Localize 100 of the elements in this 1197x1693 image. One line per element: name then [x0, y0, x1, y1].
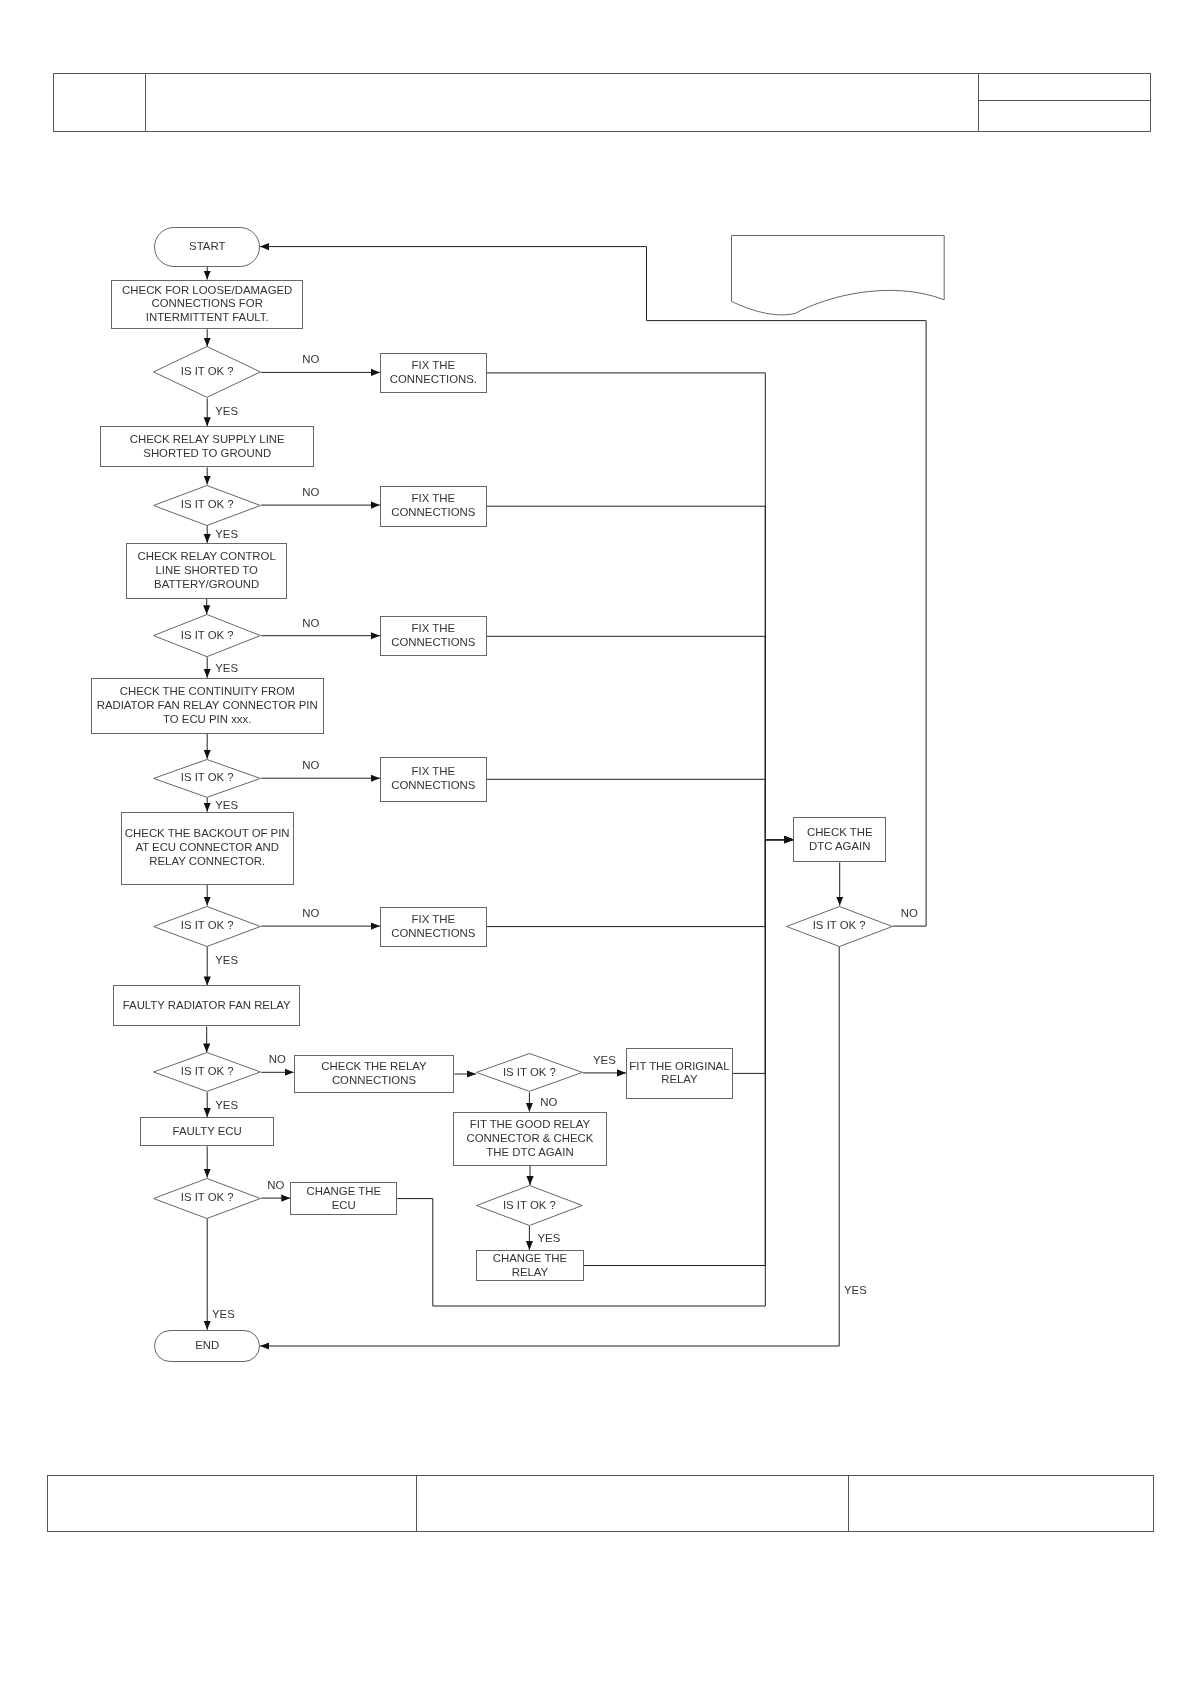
terminal-shape — [154, 226, 261, 267]
decision-text: IS IT OK ? — [179, 628, 235, 643]
arrow — [259, 243, 927, 927]
process-box — [126, 542, 288, 600]
box-text: CHECK THE BACKOUT OF PIN AT ECU CONNECTOR AND RELAY CONNECTOR. — [123, 827, 291, 870]
arrow — [396, 836, 794, 1307]
box-text: CHECK THE RELAY CONNECTIONS — [320, 1060, 428, 1088]
box-text: CHECK RELAY SUPPLY LINE SHORTED TO GROUND — [128, 432, 286, 461]
arrow — [260, 501, 381, 509]
arrow — [582, 1069, 627, 1077]
edge-label: YES — [211, 1307, 236, 1321]
process-box — [379, 616, 487, 657]
arrow — [203, 328, 211, 347]
arrow — [259, 946, 840, 1350]
arrow — [260, 632, 381, 640]
process-box — [379, 352, 487, 393]
box-text: START — [188, 239, 227, 254]
arrow — [260, 922, 381, 930]
decision-text: IS IT OK ? — [179, 919, 235, 933]
arrow — [203, 397, 211, 427]
process-box — [626, 1048, 733, 1099]
box-text: FIT THE GOOD RELAY CONNECTOR & CHECK THE DTC AGAIN — [465, 1117, 595, 1160]
decision-text: IS IT OK ? — [179, 1065, 235, 1080]
arrow — [203, 656, 211, 679]
arrow — [203, 733, 211, 760]
arrow — [203, 598, 211, 615]
edge-label: YES — [536, 1231, 562, 1245]
edge-label: NO — [899, 906, 919, 920]
edge-label: YES — [214, 798, 240, 811]
box-text: FIX THE CONNECTIONS. — [388, 359, 478, 387]
decision-text: IS IT OK ? — [179, 771, 235, 786]
process-box — [90, 677, 324, 734]
edge-label: YES — [214, 528, 240, 541]
arrow — [203, 1218, 211, 1331]
arrow — [203, 1026, 211, 1053]
arrow — [260, 774, 381, 782]
edge-label: NO — [301, 759, 321, 772]
edge-label: NO — [267, 1053, 287, 1066]
box-text: FIX THE CONNECTIONS — [390, 622, 477, 651]
process-box — [379, 756, 487, 802]
box-text: FIX THE CONNECTIONS — [390, 492, 477, 521]
edge-label: YES — [214, 1098, 240, 1111]
box-text: END — [194, 1339, 221, 1353]
arrow — [260, 368, 381, 376]
edge-label: NO — [266, 1178, 286, 1192]
box-text: FIT THE ORIGINAL RELAY — [628, 1059, 731, 1088]
process-box — [793, 817, 887, 863]
arrow — [260, 1068, 295, 1076]
edge-label: YES — [843, 1283, 868, 1297]
box-text: FIX THE CONNECTIONS — [390, 912, 477, 941]
edge-label: YES — [214, 661, 240, 674]
decision-text: IS IT OK ? — [501, 1065, 557, 1080]
edge-label: NO — [539, 1095, 559, 1109]
box-text: CHECK THE CONTINUITY FROM RADIATOR FAN RELAY CONNECTOR PIN TO ECU PIN xxx. — [95, 685, 319, 727]
box-text: CHECK THE DTC AGAIN — [805, 825, 874, 854]
process-box — [453, 1111, 607, 1166]
arrow — [203, 525, 211, 544]
process-box — [120, 811, 294, 886]
edge-label: YES — [214, 953, 240, 966]
arrow — [525, 1225, 533, 1251]
process-box — [379, 906, 487, 947]
decision-text: IS IT OK ? — [501, 1198, 557, 1213]
process-box — [293, 1054, 455, 1094]
box-text: CHECK FOR LOOSE/DAMAGED CONNECTIONS FOR INTERMITTENT FAULT. — [121, 283, 294, 326]
decision-text: IS IT OK ? — [179, 1191, 235, 1205]
arrow — [203, 884, 211, 907]
arrow — [203, 946, 211, 986]
process-box — [379, 485, 487, 527]
process-box — [290, 1181, 398, 1216]
arrow — [525, 1091, 533, 1113]
arrow — [203, 797, 211, 813]
process-box — [100, 426, 315, 468]
edge-label: YES — [592, 1053, 617, 1067]
edge-label: NO — [301, 353, 321, 366]
decision-text: IS IT OK ? — [811, 919, 867, 933]
edge-label: NO — [301, 485, 321, 499]
arrow — [203, 266, 211, 281]
decision-text: IS IT OK ? — [179, 365, 235, 380]
decision-text: IS IT OK ? — [179, 498, 235, 513]
box-text: CHANGE THE RELAY — [491, 1251, 569, 1280]
arrow — [203, 1091, 211, 1118]
process-box — [111, 279, 304, 330]
arrow — [453, 1070, 477, 1078]
arrow — [836, 861, 844, 907]
arrow — [203, 466, 211, 486]
box-text: FIX THE CONNECTIONS — [390, 765, 477, 794]
edge-label: NO — [301, 616, 321, 630]
arrow — [203, 1145, 211, 1179]
box-text: CHANGE THE ECU — [305, 1184, 382, 1213]
box-text: FAULTY ECU — [171, 1124, 243, 1139]
process-box — [476, 1249, 584, 1282]
arrow — [526, 1165, 534, 1186]
box-text: FAULTY RADIATOR FAN RELAY — [121, 999, 292, 1013]
arrow — [260, 1194, 291, 1202]
edge-label: NO — [301, 906, 321, 920]
edge-label: YES — [214, 404, 240, 418]
terminal-shape — [154, 1329, 261, 1363]
box-text: CHECK RELAY CONTROL LINE SHORTED TO BATTERY/GROUND — [136, 550, 277, 592]
process-box — [113, 985, 301, 1027]
process-box — [140, 1117, 275, 1147]
